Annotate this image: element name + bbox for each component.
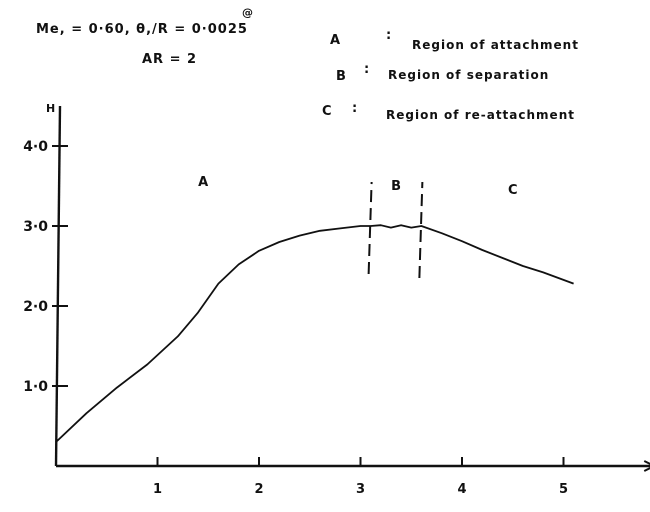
y-tick-label: 4·0 xyxy=(23,139,48,155)
regions: A B C xyxy=(198,175,518,279)
legend-text-b: Region of separation xyxy=(388,68,550,82)
condition-text: Me, = 0·60, θ,/R = 0·0025 xyxy=(36,22,248,37)
legend-sep-a: : xyxy=(386,28,393,43)
legend-sep-c: : xyxy=(352,101,359,116)
series xyxy=(55,224,574,443)
axes: Hz/R, xyxy=(46,102,650,472)
legend-text-c: Region of re-attachment xyxy=(386,108,575,122)
x-tick-label: 4 xyxy=(457,482,466,497)
region-label: B xyxy=(391,179,401,194)
condition-line: Me, = 0·60, θ,/R = 0·0025 xyxy=(36,22,248,37)
series-line xyxy=(55,224,574,443)
x-axis-arrow xyxy=(643,460,650,472)
legend-key-b: B xyxy=(336,69,347,84)
region-label: C xyxy=(508,183,518,198)
legend-text-a: Region of attachment xyxy=(412,38,579,52)
y-tick-label: 3·0 xyxy=(23,219,48,235)
x-tick-label: 1 xyxy=(153,482,162,497)
region-boundary-line xyxy=(367,181,373,275)
x-tick-label: 2 xyxy=(254,482,263,497)
y-axis-line xyxy=(54,105,62,467)
x-tick-label: 3 xyxy=(356,482,365,497)
y-tick-label: 2·0 xyxy=(23,299,48,315)
region-label: A xyxy=(198,175,208,190)
ar-line: AR = 2 xyxy=(142,52,198,67)
x-tick-label: 5 xyxy=(559,482,568,497)
legend-key-c: C xyxy=(322,104,333,119)
legend-key-a: A xyxy=(330,33,342,48)
region-boundary-line xyxy=(418,181,424,279)
condition-superscript: @ xyxy=(242,6,254,19)
y-axis-label: H xyxy=(46,102,55,115)
ticks: 1 2 3 4 5 1·0 2·0 3·0 4·0 xyxy=(23,139,568,497)
legend-sep-b: : xyxy=(364,62,371,77)
y-tick-label: 1·0 xyxy=(23,379,48,395)
